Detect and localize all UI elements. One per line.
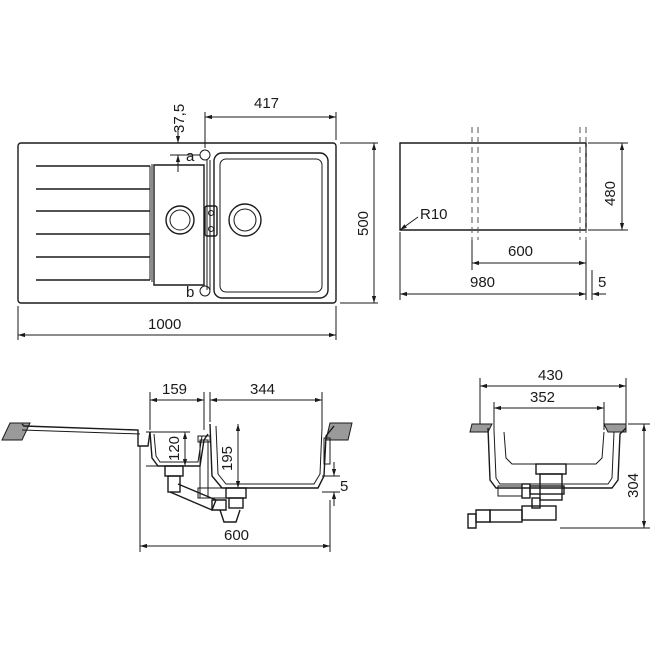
- dim-side-edge: 5: [598, 274, 606, 291]
- dim-outer-width: 980: [470, 274, 495, 291]
- dim-small-bowl: 159: [162, 381, 187, 398]
- tap-hole-b: [199, 285, 211, 297]
- label-b: b: [186, 284, 194, 301]
- bowl-end-section: [487, 427, 627, 489]
- small-bowl-drain: [165, 205, 195, 235]
- overflow: [204, 205, 218, 237]
- drainer-profile: [21, 423, 151, 447]
- dim-end-inner: 352: [530, 389, 555, 406]
- end-section: 430 352 304: [467, 367, 650, 529]
- worktop-end-right: [603, 423, 627, 433]
- label-a: a: [186, 148, 195, 165]
- large-bowl-drain: [228, 203, 262, 237]
- dim-front-edge: 5: [340, 478, 348, 495]
- dim-offset: 37,5: [171, 104, 188, 133]
- cutout-view: 480 R10 600 980 5: [399, 127, 628, 300]
- drainer-grooves: [36, 164, 153, 282]
- large-bowl-section: [209, 423, 335, 489]
- dim-width: 1000: [148, 316, 181, 333]
- dim-end-depth: 304: [625, 473, 642, 498]
- small-bowl: [153, 164, 205, 286]
- dim-large-depth: 195: [219, 446, 236, 471]
- end-waste-pipes: [467, 463, 567, 529]
- large-bowl-inner: [219, 158, 323, 293]
- dim-height: 500: [355, 211, 372, 236]
- dim-large-bowl: 344: [250, 381, 275, 398]
- dim-radius: R10: [420, 206, 448, 223]
- dim-side-height: 480: [602, 181, 619, 206]
- sink-outline: [17, 142, 337, 304]
- worktop-left: [1, 422, 31, 441]
- dim-inner-width: 600: [508, 243, 533, 260]
- tap-hole-a: [199, 149, 211, 161]
- large-bowl-outer: [213, 152, 329, 299]
- dim-small-depth: 120: [166, 436, 183, 461]
- front-section: 159 344 120 195 5 600: [1, 381, 353, 552]
- waste-pipes: [164, 435, 247, 523]
- dim-end-outer: 430: [538, 367, 563, 384]
- dim-front-total: 600: [224, 527, 249, 544]
- dim-bowl-width: 417: [254, 95, 279, 112]
- top-view: a b 417 37,5 500 1000: [17, 95, 378, 340]
